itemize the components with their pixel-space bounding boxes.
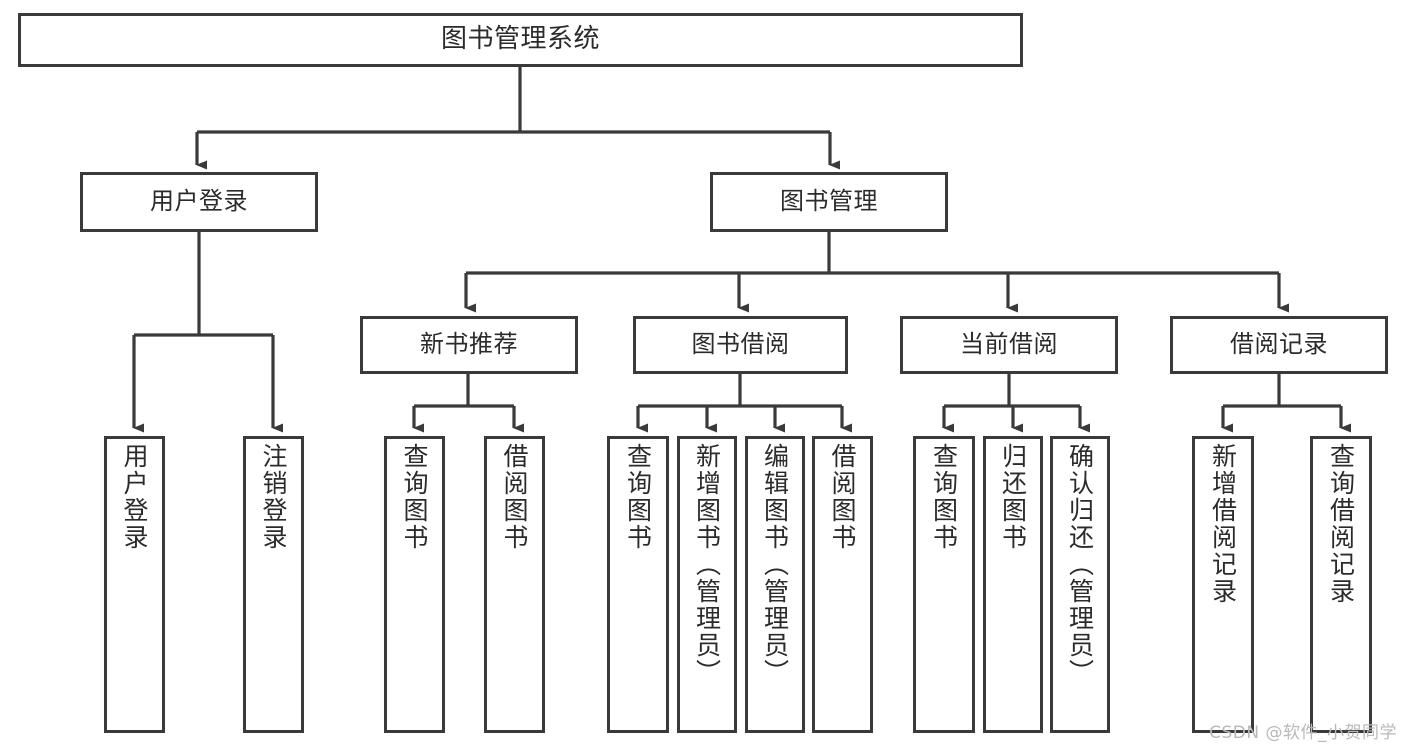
watermark-text: CSDN @软件_小贺同学 bbox=[1209, 723, 1397, 743]
node-current-borrow[interactable]: 当前借阅 bbox=[900, 316, 1118, 374]
leaf-borrow-book-1[interactable]: 借阅图书 bbox=[484, 436, 545, 733]
leaf-edit-book[interactable]: 编辑图书（管理员） bbox=[745, 436, 805, 733]
leaf-query-book-1[interactable]: 查询图书 bbox=[384, 436, 445, 733]
node-user-login-label: 用户登录 bbox=[150, 187, 248, 216]
node-borrow-record-label: 借阅记录 bbox=[1230, 330, 1328, 359]
leaf-logout-login[interactable]: 注销登录 bbox=[243, 436, 304, 733]
leaf-user-login[interactable]: 用户登录 bbox=[104, 436, 165, 733]
node-new-book-recommend[interactable]: 新书推荐 bbox=[360, 316, 578, 374]
leaf-user-login-label: 用户登录 bbox=[120, 443, 149, 551]
leaf-return-book[interactable]: 归还图书 bbox=[983, 436, 1043, 733]
leaf-add-book-label: 新增图书（管理员） bbox=[692, 443, 722, 686]
leaf-add-book[interactable]: 新增图书（管理员） bbox=[677, 436, 737, 733]
leaf-borrow-book-2[interactable]: 借阅图书 bbox=[812, 436, 873, 733]
leaf-borrow-book-2-label: 借阅图书 bbox=[828, 443, 857, 551]
node-borrow-record[interactable]: 借阅记录 bbox=[1170, 316, 1388, 374]
leaf-query-record[interactable]: 查询借阅记录 bbox=[1310, 436, 1372, 733]
leaf-add-record[interactable]: 新增借阅记录 bbox=[1192, 436, 1254, 733]
leaf-query-book-3-label: 查询图书 bbox=[929, 443, 959, 551]
node-new-book-recommend-label: 新书推荐 bbox=[420, 330, 518, 359]
leaf-query-book-2-label: 查询图书 bbox=[623, 443, 653, 551]
leaf-return-book-label: 归还图书 bbox=[998, 443, 1028, 551]
node-book-borrow[interactable]: 图书借阅 bbox=[633, 316, 848, 374]
leaf-add-record-label: 新增借阅记录 bbox=[1208, 443, 1238, 605]
node-root-label: 图书管理系统 bbox=[440, 24, 600, 55]
leaf-query-book-2[interactable]: 查询图书 bbox=[607, 436, 669, 733]
node-book-management[interactable]: 图书管理 bbox=[710, 172, 948, 232]
node-root-book-management-system[interactable]: 图书管理系统 bbox=[18, 13, 1023, 67]
node-current-borrow-label: 当前借阅 bbox=[960, 330, 1058, 359]
node-user-login[interactable]: 用户登录 bbox=[80, 172, 318, 232]
leaf-confirm-return-label: 确认归还（管理员） bbox=[1065, 443, 1095, 686]
leaf-confirm-return[interactable]: 确认归还（管理员） bbox=[1050, 436, 1110, 733]
leaf-query-book-3[interactable]: 查询图书 bbox=[913, 436, 975, 733]
leaf-query-record-label: 查询借阅记录 bbox=[1326, 443, 1356, 605]
leaf-borrow-book-1-label: 借阅图书 bbox=[500, 443, 529, 551]
leaf-query-book-1-label: 查询图书 bbox=[400, 443, 429, 551]
leaf-logout-login-label: 注销登录 bbox=[259, 443, 288, 551]
node-book-management-label: 图书管理 bbox=[780, 187, 878, 216]
leaf-edit-book-label: 编辑图书（管理员） bbox=[760, 443, 790, 686]
node-book-borrow-label: 图书借阅 bbox=[691, 330, 790, 359]
